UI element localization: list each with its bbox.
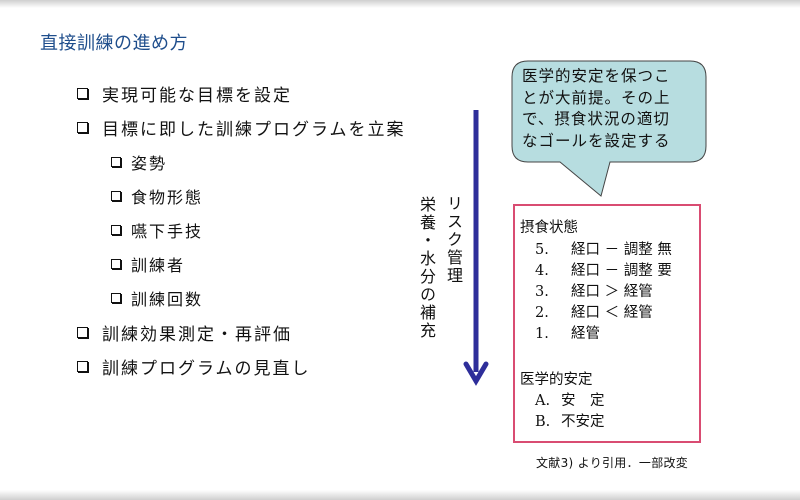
level-number: A. bbox=[535, 393, 551, 409]
level-number: 3. bbox=[535, 284, 549, 300]
stability-level: A. 安 定 bbox=[535, 389, 605, 410]
sub-bullet-item: 訓練回数 bbox=[111, 286, 203, 310]
bullet-text: 食物形態 bbox=[131, 188, 204, 207]
level-text: 経管 bbox=[571, 326, 600, 342]
sub-bullet-item: 姿勢 bbox=[111, 150, 167, 174]
sub-bullet-item: 食物形態 bbox=[111, 184, 203, 208]
bullet-item: 訓練効果測定・再評価 bbox=[77, 320, 292, 345]
callout-line: で、摂食状況の適切 bbox=[522, 110, 670, 128]
level-number: 2. bbox=[535, 305, 549, 321]
bullet-text: 目標に即した訓練プログラムを立案 bbox=[102, 120, 406, 140]
bullet-text: 姿勢 bbox=[131, 154, 168, 173]
callout-text: 医学的安定を保つこ とが大前提。その上 で、摂食状況の適切 なゴールを設定する bbox=[522, 66, 702, 152]
level-text: 安 定 bbox=[561, 393, 605, 409]
level-text: 経口 ＞ 経管 bbox=[571, 284, 653, 300]
level-text: 経口 － 調整 無 bbox=[571, 242, 672, 258]
risk-management-label: リスク管理 bbox=[444, 195, 463, 285]
intake-level: 3. 経口 ＞ 経管 bbox=[535, 280, 653, 301]
bullet-text: 訓練効果測定・再評価 bbox=[102, 325, 292, 345]
square-bullet-icon bbox=[77, 361, 88, 372]
square-bullet-icon bbox=[111, 259, 121, 269]
arrow-head bbox=[463, 361, 489, 386]
callout-shape bbox=[511, 60, 707, 197]
square-bullet-icon bbox=[77, 327, 88, 338]
stability-level: B. 不安定 bbox=[535, 410, 605, 431]
intake-heading: 摂食状態 bbox=[520, 220, 578, 236]
level-text: 不安定 bbox=[561, 414, 605, 430]
intake-level: 5. 経口 － 調整 無 bbox=[535, 238, 672, 259]
bullet-text: 実現可能な目標を設定 bbox=[102, 86, 292, 106]
level-text: 経口 ＜ 経管 bbox=[571, 305, 653, 321]
bullet-text: 訓練プログラムの見直し bbox=[102, 359, 311, 379]
square-bullet-icon bbox=[111, 157, 121, 167]
square-bullet-icon bbox=[111, 191, 121, 201]
square-bullet-icon bbox=[77, 122, 88, 133]
square-bullet-icon bbox=[111, 225, 121, 235]
bullet-text: 訓練者 bbox=[131, 256, 186, 275]
level-number: B. bbox=[535, 414, 551, 430]
square-bullet-icon bbox=[77, 88, 88, 99]
level-number: 4. bbox=[535, 263, 549, 279]
level-number: 1. bbox=[535, 326, 549, 342]
status-scale-box: 摂食状態 5. 経口 － 調整 無 4. 経口 － 調整 要 3. 経口 ＞ 経管 2… bbox=[513, 204, 701, 443]
callout-line: 医学的安定を保つこ bbox=[522, 67, 671, 85]
sub-bullet-item: 嚥下手技 bbox=[111, 218, 203, 242]
sub-bullet-item: 訓練者 bbox=[111, 252, 185, 276]
bullet-item: 訓練プログラムの見直し bbox=[77, 354, 311, 379]
level-text: 経口 － 調整 要 bbox=[571, 263, 672, 279]
bullet-item: 実現可能な目標を設定 bbox=[77, 81, 292, 106]
callout-line: なゴールを設定する bbox=[522, 131, 671, 150]
bottom-edge-shadow bbox=[0, 490, 800, 500]
bullet-text: 嚥下手技 bbox=[131, 222, 204, 241]
bullet-item: 目標に即した訓練プログラムを立案 bbox=[77, 115, 406, 140]
intake-level: 1. 経管 bbox=[535, 322, 600, 343]
square-bullet-icon bbox=[111, 293, 121, 303]
callout-line: とが大前提。その上 bbox=[522, 88, 671, 107]
level-number: 5. bbox=[535, 242, 549, 258]
intake-level: 2. 経口 ＜ 経管 bbox=[535, 301, 653, 322]
citation-note: 文献3) より引用．一部改変 bbox=[536, 456, 689, 470]
bullet-text: 訓練回数 bbox=[131, 290, 204, 309]
stability-heading: 医学的安定 bbox=[520, 372, 593, 388]
nutrition-hydration-label: 栄養・水分の補充 bbox=[417, 196, 436, 340]
intake-level: 4. 経口 － 調整 要 bbox=[535, 259, 672, 280]
top-edge-shadow bbox=[0, 0, 800, 8]
slide-title: 直接訓練の進め方 bbox=[40, 33, 188, 54]
